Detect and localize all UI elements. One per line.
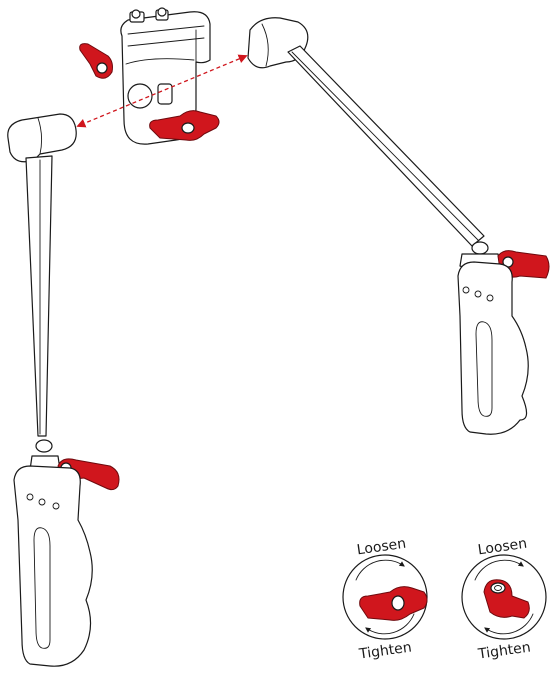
knob-rotation-legend: Loosen Tighten [461,536,547,663]
loosen-tighten-lever-icon [359,586,428,621]
assembly-arrow [76,54,248,128]
left-arm [7,113,120,667]
knob-loosen-label: Loosen [477,536,528,559]
right-arm [247,17,550,435]
knob-tighten-label: Tighten [476,639,531,662]
mount-side-lever[interactable] [79,43,113,79]
lever-rotation-legend: Loosen Tighten [342,536,428,663]
loosen-tighten-knob-icon [483,579,530,619]
lever-tighten-label: Tighten [357,639,412,662]
lever-loosen-label: Loosen [356,536,407,559]
